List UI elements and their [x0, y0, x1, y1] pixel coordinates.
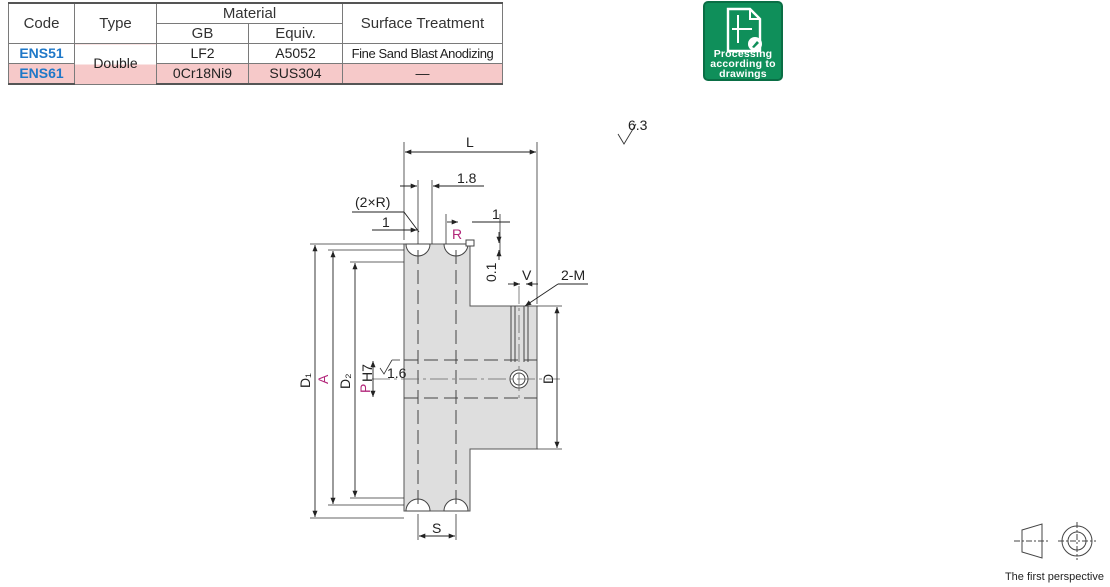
dim-D2: D₂	[337, 373, 353, 389]
header-gb: GB	[156, 23, 249, 44]
dim-P: P	[357, 384, 373, 393]
dim-A: A	[315, 374, 331, 384]
dim-R: R	[452, 226, 462, 242]
badge-label: Processing according to drawings	[705, 48, 781, 80]
document-drawing-icon	[726, 7, 762, 53]
center-lines	[372, 286, 560, 400]
roughness-symbol-main	[617, 123, 637, 145]
roughness-main-label: 6.3	[628, 117, 648, 133]
bottom-teeth	[405, 498, 469, 512]
header-surface-treatment: Surface Treatment	[342, 2, 503, 44]
dim-2-M: 2-M	[561, 267, 585, 283]
spec-table: Code Type Material Surface Treatment GB …	[8, 2, 503, 85]
header-material: Material	[156, 2, 343, 24]
dim-point-one: 0.1	[483, 262, 499, 282]
badge-line-2: according to	[710, 58, 776, 70]
gb-cell: LF2	[156, 43, 249, 64]
processing-badge: Processing according to drawings	[703, 1, 783, 81]
equiv-cell: A5052	[248, 43, 343, 64]
header-code: Code	[8, 2, 75, 44]
dim-pitch: 1.8	[457, 170, 477, 186]
roughness-bore-label: 1.6	[387, 365, 407, 381]
bore-lines	[404, 250, 537, 505]
header-equiv: Equiv.	[248, 23, 343, 44]
dim-V: V	[522, 267, 532, 283]
dim-D: D	[540, 374, 556, 384]
table-row: ENS61 0Cr18Ni9 SUS304 —	[8, 63, 503, 85]
badge-line-3: drawings	[719, 68, 767, 80]
dim-H7: H7	[359, 364, 375, 382]
type-cell: Double	[74, 43, 157, 85]
surface-cell: —	[342, 63, 503, 85]
surface-cell: Fine Sand Blast Anodizing	[342, 43, 503, 64]
roughness-symbol-bore	[379, 359, 400, 375]
projection-symbol	[1014, 522, 1096, 560]
dim-one-left: 1	[382, 214, 390, 230]
extension-lines	[310, 142, 562, 540]
projection-label: The first perspective	[1004, 571, 1104, 583]
dim-2xR: (2×R)	[355, 194, 390, 210]
dimension-lines	[312, 149, 588, 539]
badge-line-1: Processing	[713, 48, 773, 60]
dim-L: L	[466, 134, 474, 150]
dim-D1: D₁	[297, 373, 313, 388]
equiv-cell: SUS304	[248, 63, 343, 85]
table-row: ENS51 Double LF2 A5052 Fine Sand Blast A…	[8, 43, 503, 85]
dim-S: S	[432, 520, 441, 536]
code-cell: ENS61	[8, 63, 75, 85]
gb-cell: 0Cr18Ni9	[156, 63, 249, 85]
code-cell: ENS51	[8, 43, 75, 64]
dim-one-right: 1	[492, 206, 500, 222]
